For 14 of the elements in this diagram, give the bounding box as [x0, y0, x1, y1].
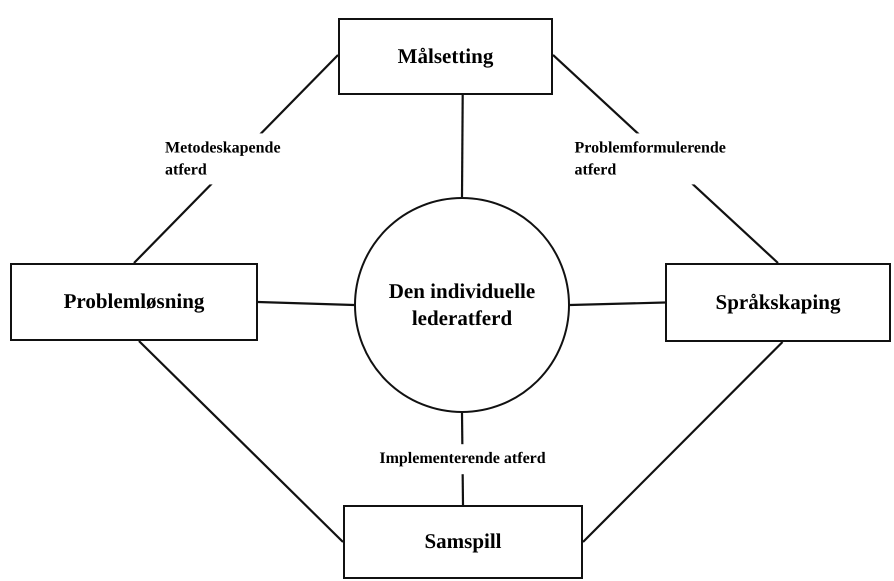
concept-box — [338, 18, 553, 95]
node-label: Den individuelle lederatferd — [388, 278, 536, 332]
concept-box — [10, 263, 258, 341]
concept-box — [343, 505, 583, 579]
connector-line — [138, 340, 344, 543]
connector-line — [570, 301, 666, 306]
connector-line — [582, 341, 784, 543]
node-label: Språkskaping — [716, 288, 840, 316]
connector-line — [460, 95, 464, 197]
node-label: Samspill — [424, 528, 502, 556]
node-label: Problemløsning — [64, 288, 204, 316]
connector-line — [258, 300, 354, 306]
node-label: Målsetting — [398, 42, 494, 70]
concept-box — [665, 263, 891, 342]
